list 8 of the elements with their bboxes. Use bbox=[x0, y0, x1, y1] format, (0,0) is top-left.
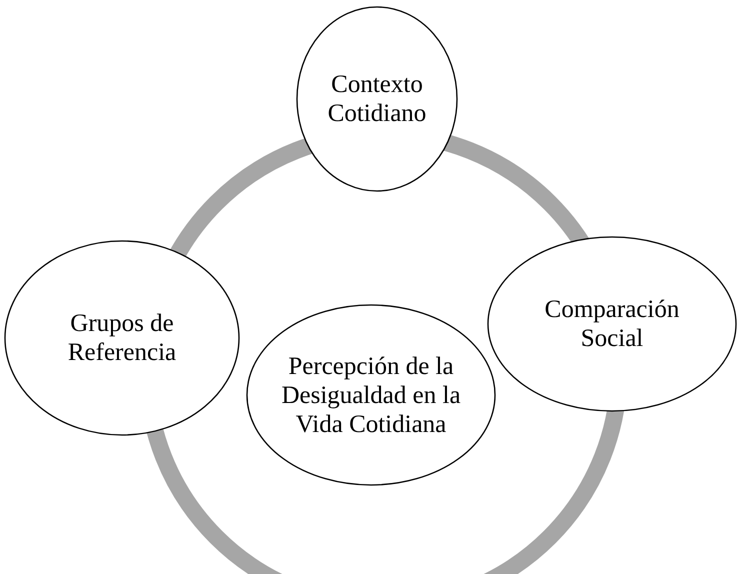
node-label: Contexto Cotidiano bbox=[326, 70, 428, 128]
ellipse-node bbox=[487, 236, 737, 412]
node-label: Grupos de Referencia bbox=[66, 309, 178, 367]
ellipse-node bbox=[4, 240, 240, 436]
ellipse-node bbox=[246, 304, 496, 486]
ellipse-node bbox=[296, 6, 458, 192]
node-label: Comparación Social bbox=[544, 295, 680, 353]
node-label: Percepción de la Desigualdad en la Vida Cotidiana bbox=[280, 352, 462, 438]
